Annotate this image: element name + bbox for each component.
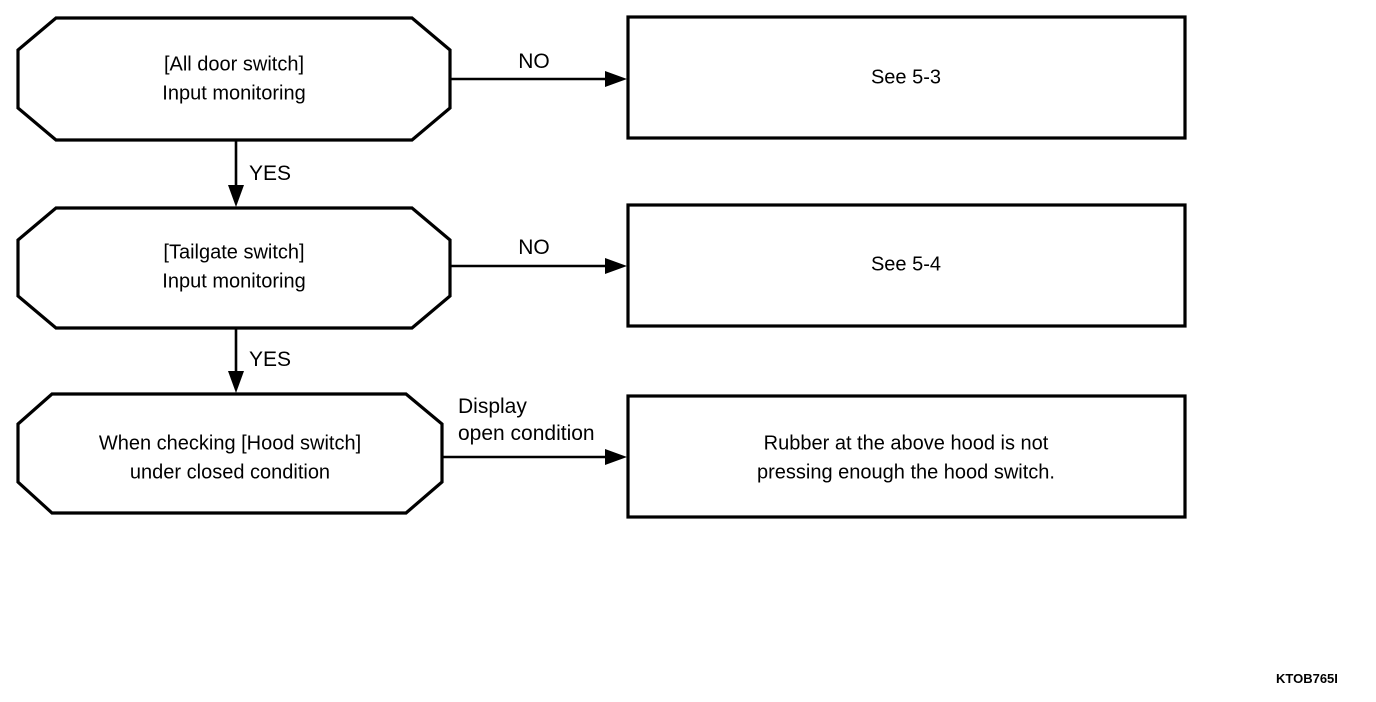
rect-shape-see-5-4: [626, 203, 1187, 328]
edge-tailgate-to-hood: YES: [228, 329, 291, 393]
node-door-switch-line2: Input monitoring: [162, 82, 305, 104]
edge-hood-to-rubber-arrowhead: [605, 449, 627, 465]
edge-tailgate-to-see54: NO: [450, 236, 627, 274]
node-tailgate-switch[interactable]: [Tailgate switch] Input monitoring: [16, 206, 452, 330]
node-rubber-hood-line2: pressing enough the hood switch.: [757, 461, 1055, 483]
edge-label-no-2: NO: [518, 236, 550, 259]
edge-hood-to-rubber: Display open condition: [442, 395, 627, 465]
figure-code: KTOB765I: [1276, 671, 1338, 686]
edge-door-to-see53-arrowhead: [605, 71, 627, 87]
octagon-shape-tailgate-switch: [16, 206, 452, 330]
node-see-5-3[interactable]: See 5-3: [626, 15, 1187, 140]
octagon-shape-door-switch: [16, 16, 452, 142]
edge-tailgate-to-hood-arrowhead: [228, 371, 244, 393]
edge-label-yes-2: YES: [249, 348, 291, 371]
node-hood-switch[interactable]: When checking [Hood switch] under closed…: [16, 392, 444, 515]
edge-label-no-1: NO: [518, 50, 550, 73]
node-door-switch-line1: [All door switch]: [164, 53, 304, 75]
node-see-5-4-label: See 5-4: [871, 253, 941, 275]
octagon-shape-hood-switch: [16, 392, 444, 515]
edge-tailgate-to-see54-arrowhead: [605, 258, 627, 274]
node-rubber-hood[interactable]: Rubber at the above hood is not pressing…: [626, 394, 1187, 519]
rect-shape-see-5-3: [626, 15, 1187, 140]
edge-label-yes-1: YES: [249, 162, 291, 185]
edge-door-to-tailgate-arrowhead: [228, 185, 244, 207]
node-hood-switch-line2: under closed condition: [130, 461, 330, 483]
node-hood-switch-line1: When checking [Hood switch]: [99, 432, 361, 454]
node-rubber-hood-line1: Rubber at the above hood is not: [764, 432, 1049, 454]
edge-label-display-line1: Display: [458, 395, 527, 418]
edge-label-display-line2: open condition: [458, 422, 595, 445]
node-see-5-3-label: See 5-3: [871, 66, 941, 88]
rect-shape-rubber-hood: [626, 394, 1187, 519]
node-door-switch[interactable]: [All door switch] Input monitoring: [16, 16, 452, 142]
edge-door-to-tailgate: YES: [228, 141, 291, 207]
node-see-5-4[interactable]: See 5-4: [626, 203, 1187, 328]
node-tailgate-switch-line1: [Tailgate switch]: [163, 241, 304, 263]
node-tailgate-switch-line2: Input monitoring: [162, 270, 305, 292]
edge-door-to-see53: NO: [450, 50, 627, 87]
